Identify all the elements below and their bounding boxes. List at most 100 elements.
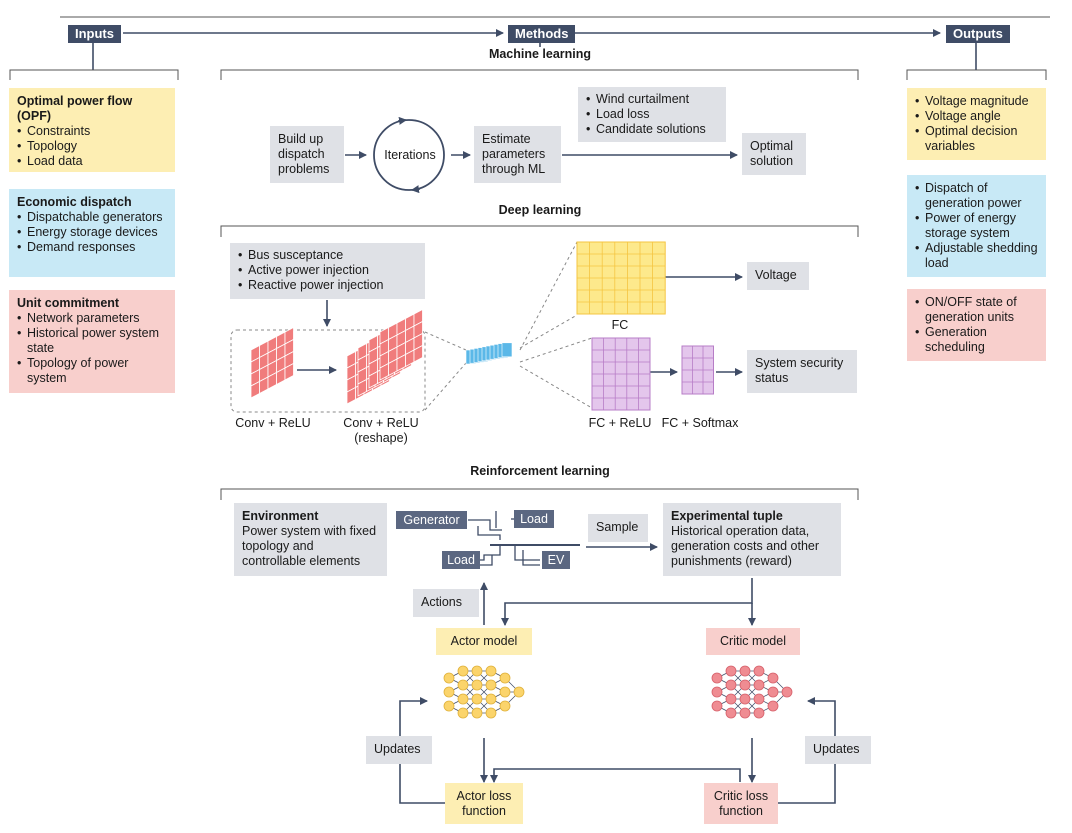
network-node: [767, 700, 779, 712]
fc-softmax-grid: [681, 345, 714, 395]
rl-actor-model-label: Actor model: [450, 634, 518, 648]
rl-generator-tag: Generator: [396, 511, 467, 529]
header-inputs: Inputs: [68, 25, 121, 43]
network-node: [499, 672, 511, 684]
list-item: Dispatchable generators: [17, 210, 167, 225]
ml-estimate-label: Estimate parameters through ML: [482, 132, 546, 176]
ml-iterations-label: Iterations: [384, 148, 436, 162]
list-item: Energy storage devices: [17, 225, 167, 240]
dl-conv2-label: Conv + ReLU: [343, 416, 419, 430]
list-item: Network parameters: [17, 311, 167, 326]
network-node: [739, 679, 751, 691]
network-node: [753, 679, 765, 691]
network-node: [457, 679, 469, 691]
network-node: [485, 665, 497, 677]
network-node: [767, 672, 779, 684]
flatten-slice: [501, 342, 513, 358]
list-item: Topology of power system: [17, 356, 167, 386]
header-methods: Methods: [508, 25, 576, 43]
list-item: Demand responses: [17, 240, 167, 255]
dl-voltage-label: Voltage: [755, 268, 797, 282]
rl-updates-left-label: Updates: [374, 742, 421, 756]
input-economic-title: Economic dispatch: [17, 195, 132, 209]
output-box-2: Dispatch of generation power Power of en…: [907, 175, 1046, 277]
rl-environment-text: Power system with fixed topology and con…: [242, 524, 377, 568]
rl-load-top-tag: Load: [514, 510, 554, 528]
dl-security-label: System security status: [755, 356, 844, 385]
input-opf-title: Optimal power flow (OPF): [17, 94, 133, 123]
rl-sample-label: Sample: [596, 520, 639, 534]
output-box-1: Voltage magnitude Voltage angle Optimal …: [907, 88, 1046, 160]
rl-actor-loss-label: Actor loss function: [456, 789, 512, 818]
header-outputs: Outputs: [946, 25, 1010, 43]
rl-environment-title: Environment: [242, 509, 319, 523]
rl-critic-model-box: Critic model: [706, 628, 800, 655]
critic-network: [711, 665, 793, 719]
network-node: [457, 665, 469, 677]
network-node: [753, 707, 765, 719]
network-node: [485, 707, 497, 719]
network-node: [457, 693, 469, 705]
list-item: Dispatch of generation power: [915, 181, 1038, 211]
fc-grid: [576, 241, 666, 315]
list-item: Power of energy storage system: [915, 211, 1038, 241]
rl-load-bottom-tag: Load: [442, 551, 480, 569]
list-item: Bus susceptance: [238, 248, 417, 263]
conv1-feature-map: [250, 326, 294, 399]
dl-conv1-label: Conv + ReLU: [235, 416, 311, 430]
network-node: [513, 686, 525, 698]
network-node: [457, 707, 469, 719]
list-item: Historical power system state: [17, 326, 167, 356]
network-node: [485, 679, 497, 691]
network-node: [739, 693, 751, 705]
list-item: Topology: [17, 139, 167, 154]
section-deep-learning: Deep learning: [498, 203, 582, 217]
rl-updates-left-box: Updates: [366, 736, 432, 764]
rl-actions-label: Actions: [421, 595, 462, 609]
rl-tuple-box: Experimental tuple Historical operation …: [663, 503, 841, 576]
network-node: [739, 707, 751, 719]
list-item: Active power injection: [238, 263, 417, 278]
list-item: Optimal decision variables: [915, 124, 1038, 154]
rl-environment-box: Environment Power system with fixed topo…: [234, 503, 387, 576]
rl-critic-model-label: Critic model: [720, 634, 786, 648]
network-node: [753, 693, 765, 705]
fc-relu-grid: [591, 337, 651, 411]
ml-optimal-label: Optimal solution: [750, 139, 794, 168]
network-node: [471, 679, 483, 691]
network-node: [443, 700, 455, 712]
rl-tuple-text: Historical operation data, generation co…: [671, 524, 820, 568]
network-node: [711, 672, 723, 684]
ml-list-box: Wind curtailment Load loss Candidate sol…: [578, 87, 726, 142]
list-item: Reactive power injection: [238, 278, 417, 293]
network-node: [725, 679, 737, 691]
network-node: [443, 672, 455, 684]
network-node: [753, 665, 765, 677]
conv2-feature-map: [379, 308, 423, 381]
dl-fc-label: FC: [611, 318, 629, 332]
rl-actor-loss-box: Actor loss function: [445, 783, 523, 824]
network-node: [471, 707, 483, 719]
list-item: Voltage magnitude: [915, 94, 1038, 109]
input-opf-list: Constraints Topology Load data: [17, 124, 167, 169]
network-node: [485, 693, 497, 705]
rl-critic-loss-label: Critic loss function: [713, 789, 769, 818]
output-box-3: ON/OFF state of generation units Generat…: [907, 289, 1046, 361]
network-node: [725, 707, 737, 719]
actor-network: [443, 665, 525, 719]
list-item: Voltage angle: [915, 109, 1038, 124]
network-node: [725, 665, 737, 677]
network-node: [725, 693, 737, 705]
input-economic-box: Economic dispatch Dispatchable generator…: [9, 189, 175, 277]
network-node: [499, 700, 511, 712]
rl-sample-box: Sample: [588, 514, 648, 542]
network-node: [471, 693, 483, 705]
input-unit-box: Unit commitment Network parameters Histo…: [9, 290, 175, 393]
section-machine-learning: Machine learning: [488, 47, 592, 61]
rl-updates-right-box: Updates: [805, 736, 871, 764]
dl-security-box: System security status: [747, 350, 857, 393]
network-node: [781, 686, 793, 698]
network-node: [767, 686, 779, 698]
list-item: Adjustable shedding load: [915, 241, 1038, 271]
